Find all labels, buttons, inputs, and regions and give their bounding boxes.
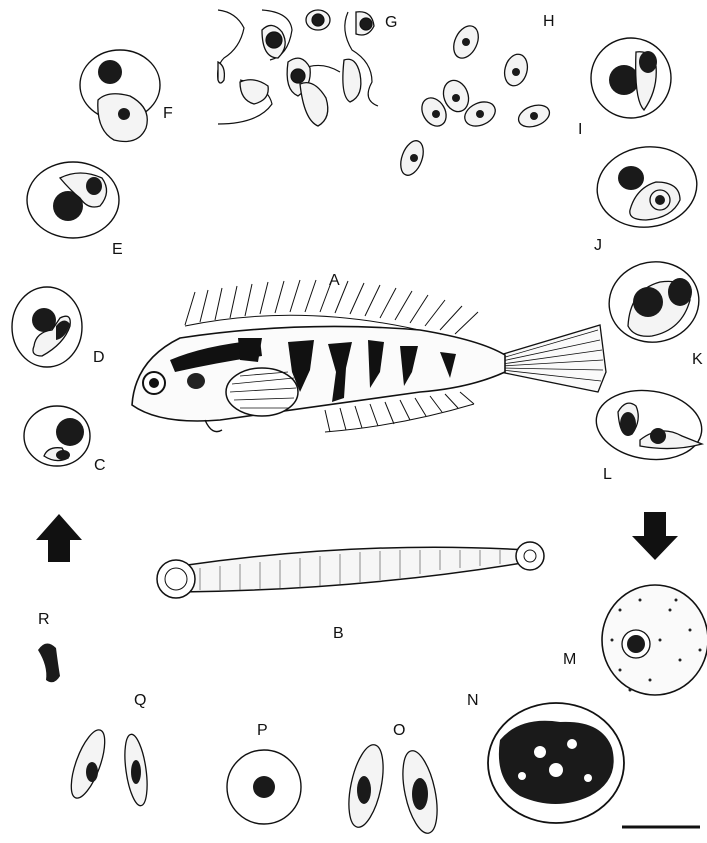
label-p: P (257, 722, 268, 739)
label-q: Q (134, 692, 146, 709)
fish-illustration (132, 280, 606, 432)
cell-stage-e (27, 162, 119, 238)
cell-stage-n (488, 703, 624, 823)
cell-stage-l (592, 384, 706, 466)
cell-stage-r (38, 643, 60, 682)
cell-stage-d (12, 287, 82, 367)
cell-stage-m (602, 585, 707, 695)
pectoral-fin (226, 368, 298, 416)
cell-stage-j (592, 140, 702, 233)
label-d: D (93, 349, 105, 366)
arrow-down (632, 512, 678, 560)
cell-stage-c (24, 406, 90, 466)
label-j: J (594, 237, 602, 254)
label-a: A (329, 272, 340, 289)
label-h: H (543, 13, 555, 30)
label-i: I (578, 121, 582, 138)
cell-stage-q (64, 726, 151, 807)
cell-stage-i (591, 38, 671, 118)
cell-stage-h (396, 22, 552, 178)
cell-stage-o (343, 742, 444, 836)
label-n: N (467, 692, 479, 709)
label-f: F (163, 105, 173, 122)
label-k: K (692, 351, 703, 368)
label-m: M (563, 651, 576, 668)
cell-stage-p (227, 750, 301, 824)
label-g: G (385, 14, 397, 31)
label-o: O (393, 722, 405, 739)
cell-stage-g (218, 10, 378, 126)
cell-stage-k (603, 255, 706, 349)
label-b: B (333, 625, 344, 642)
label-c: C (94, 457, 106, 474)
arrow-up (36, 514, 82, 562)
tail-fin (500, 325, 606, 392)
label-l: L (603, 466, 612, 483)
parasite-worm (157, 542, 544, 598)
label-r: R (38, 611, 50, 628)
label-e: E (112, 241, 123, 258)
cell-stage-f (80, 50, 160, 142)
